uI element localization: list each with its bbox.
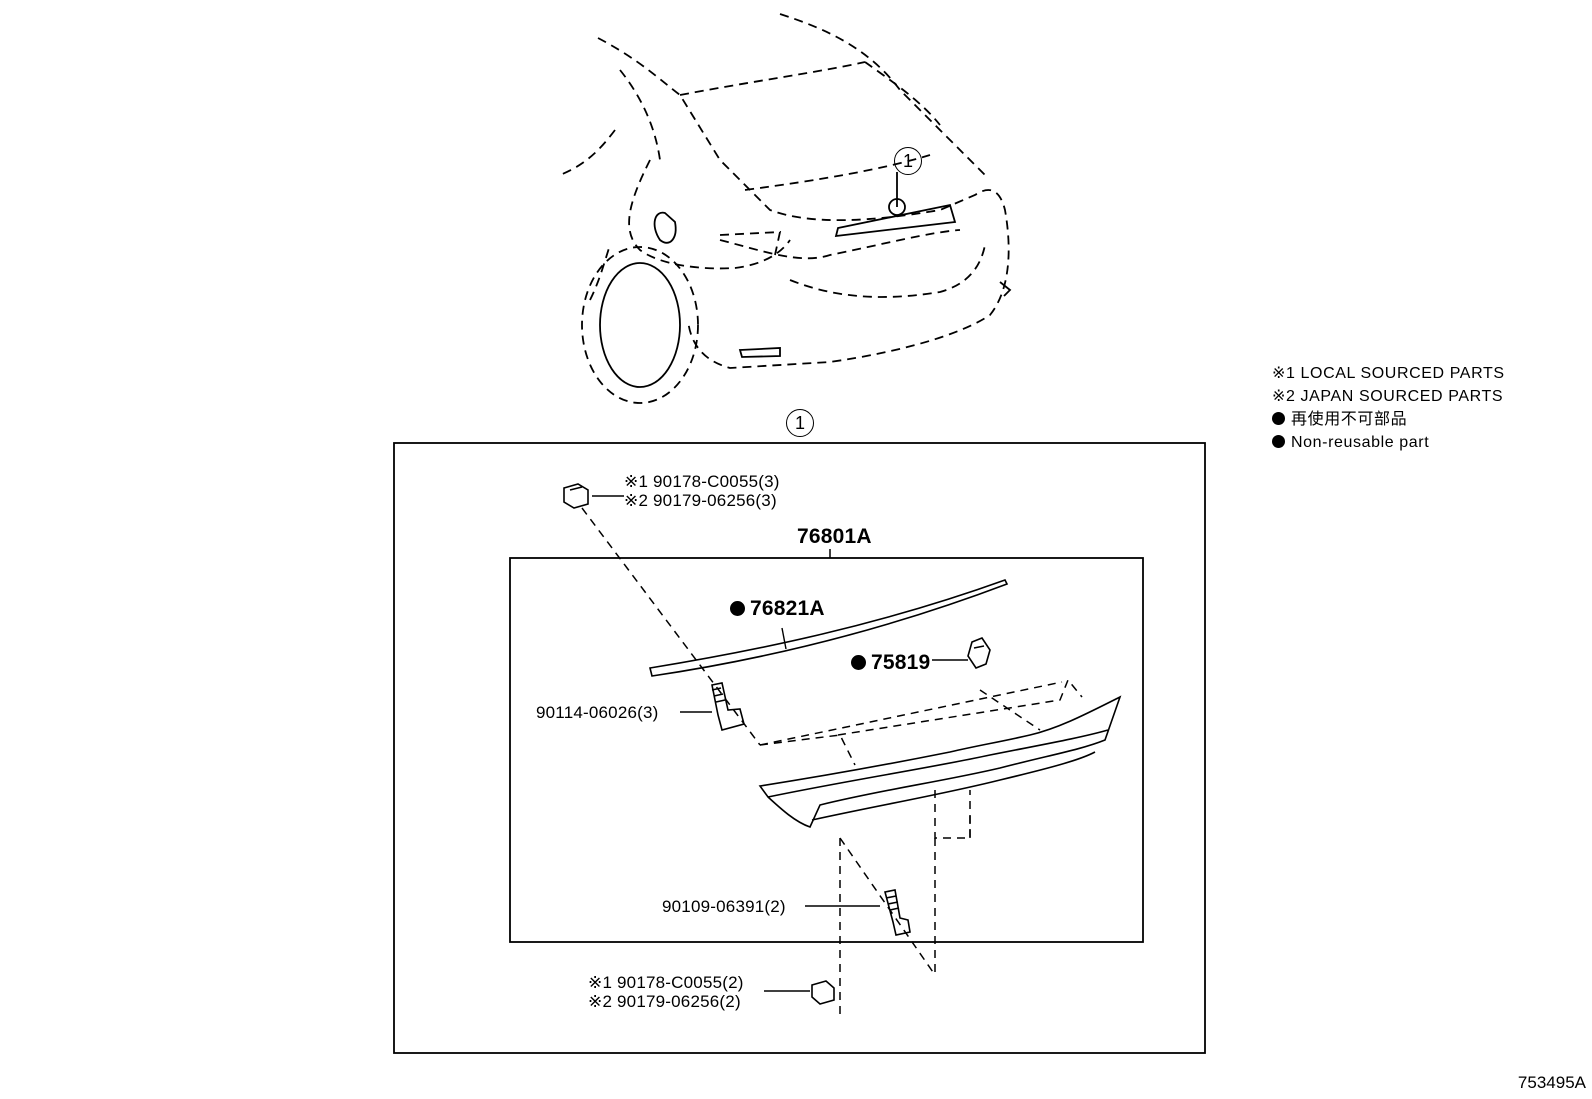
legend-japan: ※2 JAPAN SOURCED PARTS xyxy=(1272,388,1504,405)
non-reusable-dot-icon xyxy=(851,655,866,670)
callout-top: 1 xyxy=(894,147,922,175)
label-stud: 90114-06026(3) xyxy=(536,703,659,722)
car-garnish-strip xyxy=(834,203,957,238)
label-bolt: 90109-06391(2) xyxy=(662,897,786,916)
callout-box: 1 xyxy=(786,409,814,437)
non-reusable-dot-icon xyxy=(1272,435,1285,448)
legend-nonreuse-jp: 再使用不可部品 xyxy=(1272,408,1505,431)
label-nut-bottom-japan: ※2 90179-06256(2) xyxy=(588,992,741,1011)
label-clip: 75819 xyxy=(851,651,930,675)
non-reusable-dot-icon xyxy=(730,601,745,616)
car-rear-illustration xyxy=(559,13,1010,369)
stud-part xyxy=(711,682,745,731)
nut-top xyxy=(563,483,589,509)
clip-part xyxy=(967,637,991,669)
label-nut-bottom-local: ※1 90178-C0055(2) xyxy=(588,973,744,992)
legend-nonreuse-en: Non-reusable part xyxy=(1272,431,1505,454)
bolt-part xyxy=(884,889,911,936)
label-nut-top-local: ※1 90178-C0055(3) xyxy=(624,472,780,491)
label-assembly: 76801A xyxy=(797,525,872,548)
car-rear-wheel xyxy=(599,262,681,388)
garnish-panel xyxy=(758,695,1122,828)
nut-bottom xyxy=(811,980,835,1005)
label-garnish-seal: 76821A xyxy=(730,597,825,621)
legend: ※1 LOCAL SOURCED PARTS ※2 JAPAN SOURCED … xyxy=(1272,362,1505,454)
figure-id: 753495A xyxy=(1517,1073,1586,1092)
label-nut-top-japan: ※2 90179-06256(3) xyxy=(624,491,777,510)
group-frame xyxy=(393,442,1206,1054)
legend-local: ※1 LOCAL SOURCED PARTS xyxy=(1272,365,1505,382)
non-reusable-dot-icon xyxy=(1272,412,1285,425)
fasteners xyxy=(563,483,991,1005)
garnish-seal-strip xyxy=(649,579,1009,677)
assembly-frame xyxy=(509,557,1144,943)
